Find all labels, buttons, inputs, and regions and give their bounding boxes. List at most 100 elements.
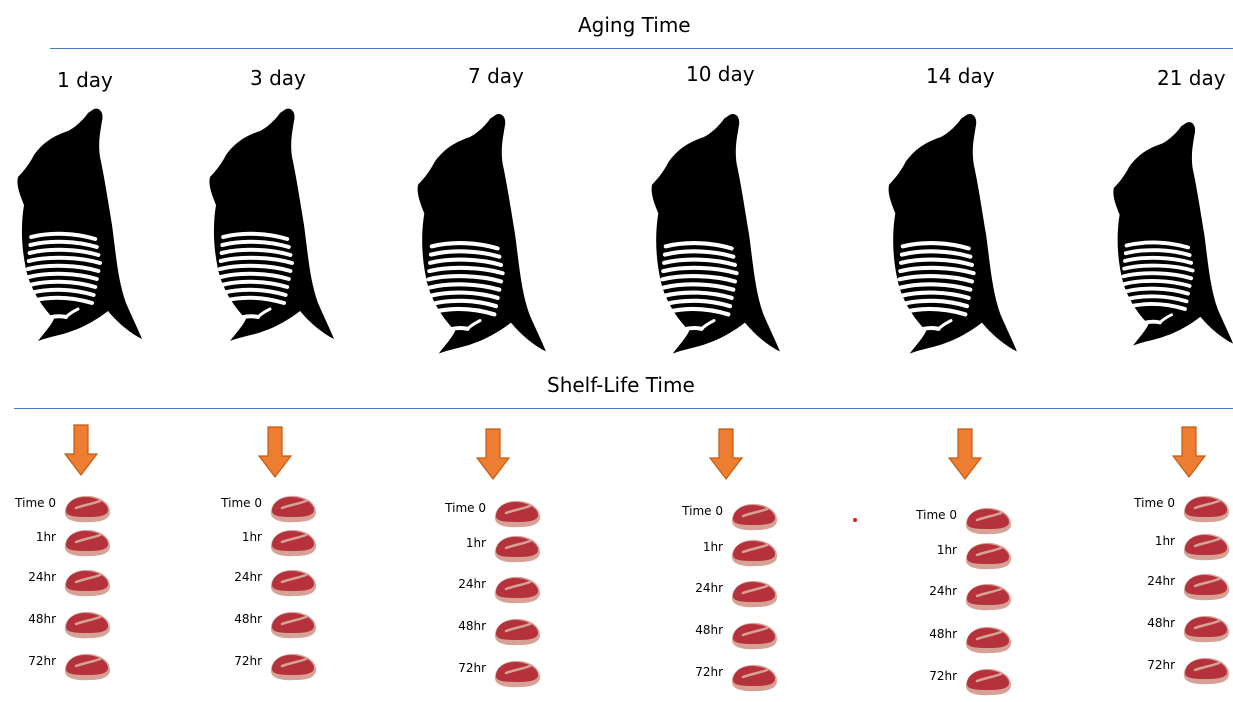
beef-carcass-icon: [414, 105, 548, 368]
steak-icon: [963, 504, 1013, 541]
shelf-life-row: 72hr: [8, 650, 112, 676]
steak-icon: [1181, 570, 1231, 607]
steak-icon: [492, 497, 542, 534]
shelf-life-time-label: 72hr: [929, 669, 957, 683]
steak-icon: [62, 492, 112, 529]
shelf-life-time-title: Shelf-Life Time: [547, 373, 695, 397]
shelf-life-row: 48hr: [8, 608, 112, 634]
shelf-life-time-label: 24hr: [695, 581, 723, 595]
shelf-life-row: Time 0: [212, 492, 318, 518]
shelf-life-time-label: Time 0: [682, 504, 723, 518]
shelf-life-time-label: 72hr: [695, 665, 723, 679]
shelf-life-row: 24hr: [8, 566, 112, 592]
shelf-life-row: 72hr: [674, 661, 779, 687]
steak-icon: [268, 492, 318, 529]
shelf-life-row: 72hr: [437, 657, 542, 683]
steak-icon: [729, 536, 779, 573]
beef-carcass-icon: [885, 105, 1019, 368]
steak-icon: [268, 526, 318, 563]
shelf-life-time-label: Time 0: [445, 501, 486, 515]
steak-icon: [1181, 612, 1231, 649]
steak-icon: [62, 526, 112, 563]
steak-icon: [729, 619, 779, 656]
shelf-life-time-label: 72hr: [28, 654, 56, 668]
shelf-life-time-label: 1hr: [703, 540, 723, 554]
stray-dot: [853, 518, 857, 522]
shelf-life-row: 1hr: [437, 532, 542, 558]
shelf-life-row: 24hr: [212, 566, 318, 592]
steak-icon: [1181, 654, 1231, 691]
shelf-life-row: Time 0: [674, 500, 779, 526]
steak-icon: [729, 661, 779, 698]
shelf-life-row: 72hr: [212, 650, 318, 676]
shelf-life-row: 1hr: [8, 526, 112, 552]
shelf-life-row: 24hr: [908, 580, 1013, 606]
shelf-life-row: 24hr: [1126, 570, 1231, 596]
aging-shelf-life-diagram: Aging Time Shelf-Life Time 1 dayTime 0 1h…: [0, 0, 1233, 687]
shelf-life-time-label: 24hr: [1147, 574, 1175, 588]
steak-icon: [963, 580, 1013, 617]
steak-icon: [963, 665, 1013, 702]
shelf-life-row: 48hr: [908, 623, 1013, 649]
shelf-life-time-label: 1hr: [1155, 534, 1175, 548]
steak-icon: [492, 657, 542, 694]
steak-icon: [268, 608, 318, 645]
shelf-life-time-label: 24hr: [28, 570, 56, 584]
shelf-life-time-label: 48hr: [1147, 616, 1175, 630]
shelf-life-time-label: 72hr: [234, 654, 262, 668]
shelf-life-time-label: 48hr: [929, 627, 957, 641]
beef-carcass-icon: [648, 105, 782, 368]
beef-carcass-icon: [206, 105, 336, 350]
down-arrow-icon: [709, 428, 743, 485]
shelf-life-row: 48hr: [212, 608, 318, 634]
shelf-life-time-label: 1hr: [36, 530, 56, 544]
shelf-life-row: 1hr: [908, 539, 1013, 565]
shelf-life-time-label: 48hr: [28, 612, 56, 626]
steak-icon: [963, 623, 1013, 660]
shelf-life-time-label: 24hr: [234, 570, 262, 584]
shelf-life-row: 1hr: [674, 536, 779, 562]
down-arrow-icon: [1172, 426, 1206, 483]
shelf-life-row: 24hr: [674, 577, 779, 603]
aging-day-label: 1 day: [57, 68, 113, 92]
shelf-life-time-label: 72hr: [458, 661, 486, 675]
shelf-life-row: Time 0: [8, 492, 112, 518]
shelf-life-row: Time 0: [908, 504, 1013, 530]
shelf-life-row: 72hr: [1126, 654, 1231, 680]
shelf-life-time-label: 24hr: [458, 577, 486, 591]
steak-icon: [62, 608, 112, 645]
aging-day-label: 10 day: [686, 62, 755, 86]
aging-day-label: 7 day: [468, 64, 524, 88]
steak-icon: [492, 573, 542, 610]
shelf-life-row: 72hr: [908, 665, 1013, 691]
shelf-life-time-label: Time 0: [15, 496, 56, 510]
shelf-life-time-label: 24hr: [929, 584, 957, 598]
down-arrow-icon: [476, 428, 510, 485]
steak-icon: [1181, 492, 1231, 529]
shelf-life-time-label: 48hr: [234, 612, 262, 626]
steak-icon: [492, 532, 542, 569]
shelf-life-row: 48hr: [1126, 612, 1231, 638]
shelf-life-time-label: Time 0: [916, 508, 957, 522]
beef-carcass-icon: [1110, 105, 1233, 368]
shelf-life-row: Time 0: [437, 497, 542, 523]
steak-icon: [62, 566, 112, 603]
aging-time-rule: [50, 48, 1233, 49]
aging-time-title: Aging Time: [578, 13, 691, 37]
shelf-life-time-label: Time 0: [221, 496, 262, 510]
shelf-life-row: 1hr: [212, 526, 318, 552]
shelf-life-row: 48hr: [674, 619, 779, 645]
shelf-life-time-label: 48hr: [458, 619, 486, 633]
steak-icon: [492, 615, 542, 652]
shelf-life-time-label: 48hr: [695, 623, 723, 637]
steak-icon: [62, 650, 112, 687]
shelf-life-row: 48hr: [437, 615, 542, 641]
steak-icon: [963, 539, 1013, 576]
aging-day-label: 21 day: [1157, 66, 1226, 90]
aging-column-6: [0, 0, 1, 1]
steak-icon: [268, 566, 318, 603]
down-arrow-icon: [948, 428, 982, 485]
shelf-life-row: 1hr: [1126, 530, 1231, 556]
steak-icon: [1181, 530, 1231, 567]
shelf-life-row: 24hr: [437, 573, 542, 599]
